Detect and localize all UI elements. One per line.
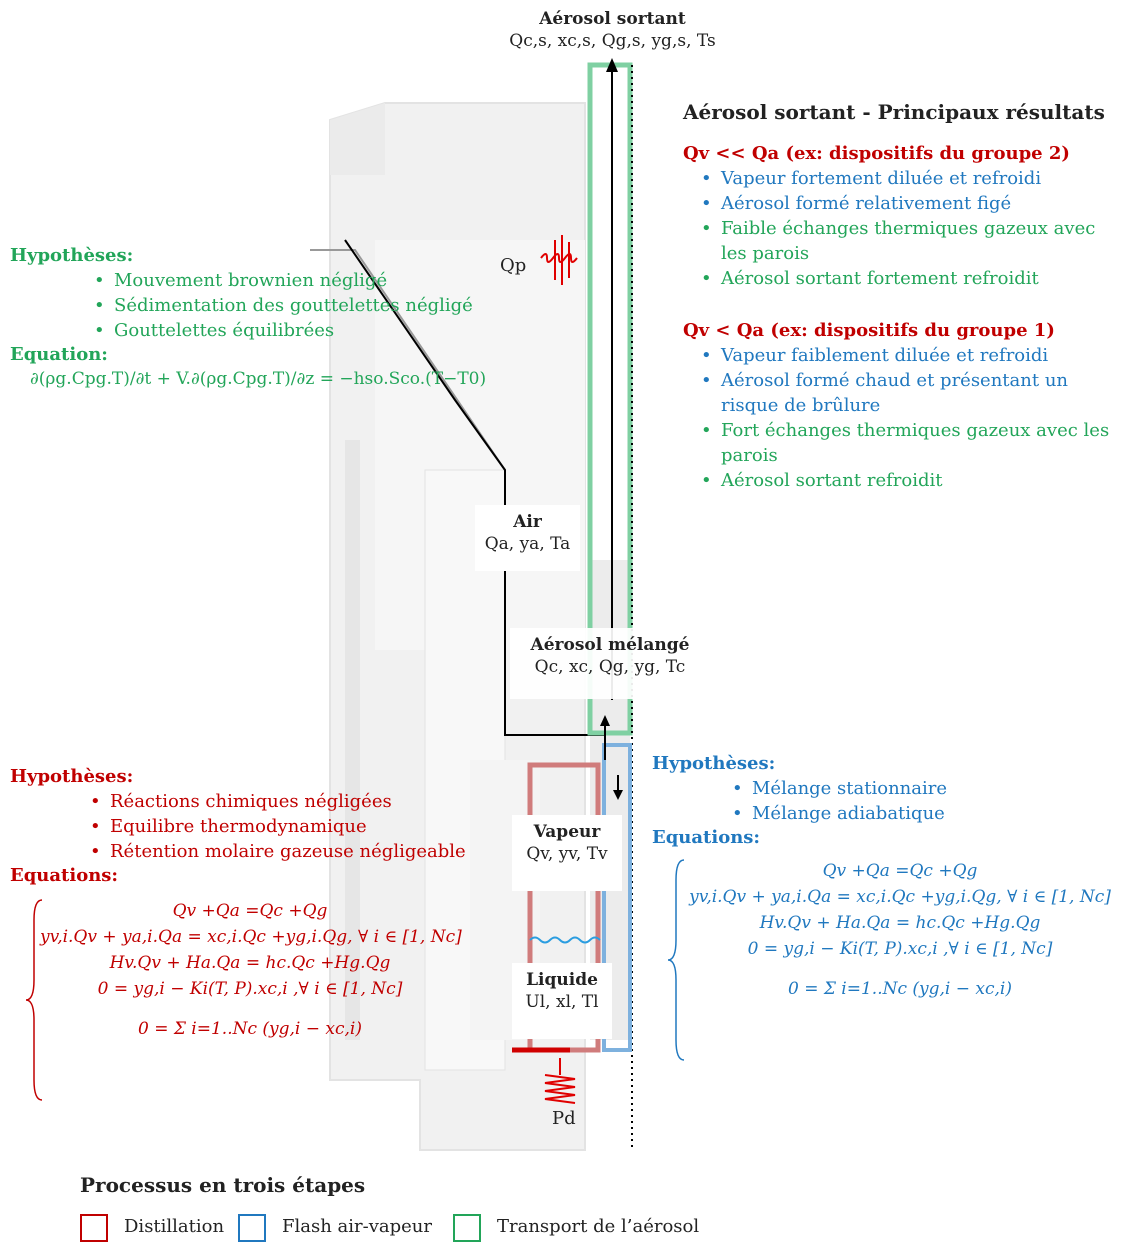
case2-item: Fort échanges thermiques gazeux avec les… xyxy=(695,418,1123,468)
vapor-label: Vapeur Qv, yv, Tv xyxy=(512,815,622,891)
flash-eq: Qv +Qa =Qc +Qg xyxy=(822,861,978,881)
vapor-title: Vapeur xyxy=(533,822,601,842)
air-vars: Qa, ya, Ta xyxy=(484,534,571,554)
flash-eq: Hv.Qv + Ha.Qa = hc.Qc +Hg.Qg xyxy=(759,913,1041,933)
heater-coil xyxy=(544,1074,576,1104)
case1-item: Vapeur fortement diluée et refroidi xyxy=(695,166,1123,191)
mixed-aerosol-label: Aérosol mélangé Qc, xc, Qg, yg, Tc xyxy=(510,628,710,699)
mixed-aerosol-title: Aérosol mélangé xyxy=(530,635,690,655)
liquid-vars: Ul, xl, Tl xyxy=(525,992,599,1012)
legend-label-distillation: Distillation xyxy=(124,1216,225,1237)
results-panel: Aérosol sortant - Principaux résultats Q… xyxy=(683,100,1123,493)
legend-title: Processus en trois étapes xyxy=(80,1173,366,1197)
liquid-label: Liquide Ul, xl, Tl xyxy=(512,963,612,1039)
legend-label-flash: Flash air-vapeur xyxy=(282,1216,432,1237)
mixed-aerosol-vars: Qc, xc, Qg, yg, Tc xyxy=(534,657,686,677)
distillation-eq: 0 = Σ i=1..Nc (yg,i − xc,i) xyxy=(138,1019,362,1039)
flash-box xyxy=(602,743,632,1052)
distillation-hyp-item: Réactions chimiques négligées xyxy=(84,789,510,814)
case1-item: Aérosol sortant fortement refroidit xyxy=(695,266,1123,291)
flash-eq: yv,i.Qv + ya,i.Qa = xc,i.Qc +yg,i.Qg, ∀ … xyxy=(689,887,1111,907)
transport-hyp-item: Sédimentation des gouttelettes négligé xyxy=(88,293,490,318)
liquid-title: Liquide xyxy=(526,970,598,990)
case1-item: Aérosol formé relativement figé xyxy=(695,191,1123,216)
legend-swatch-distillation xyxy=(80,1214,108,1242)
flash-panel: Hypothèses: Mélange stationnaire Mélange… xyxy=(652,752,1122,850)
distillation-equations: Qv +Qa =Qc +Qg yv,i.Qv + ya,i.Qa = xc,i.… xyxy=(40,898,462,1042)
heat-loss-label: Qp xyxy=(500,255,527,276)
transport-equation: ∂(ρg.Cpg.T)/∂t + V.∂(ρg.Cpg.T)/∂z = −hso… xyxy=(30,369,487,389)
case2-heading: Qv < Qa (ex: dispositifs du groupe 1) xyxy=(683,320,1055,341)
case1-item: Faible échanges thermiques gazeux avec l… xyxy=(695,216,1123,266)
flash-hyp-item: Mélange adiabatique xyxy=(726,801,1122,826)
transport-hyp-item: Gouttelettes équilibrées xyxy=(88,318,490,343)
distillation-eq: Qv +Qa =Qc +Qg xyxy=(172,901,328,921)
air-title: Air xyxy=(513,512,542,532)
results-title: Aérosol sortant - Principaux résultats xyxy=(683,100,1105,124)
flash-hyp-item: Mélange stationnaire xyxy=(726,776,1122,801)
distillation-hyp-item: Rétention molaire gazeuse négligeable xyxy=(84,839,510,864)
flash-eq: 0 = yg,i − Ki(T, P).xc,i ,∀ i ∈ [1, Nc] xyxy=(747,939,1053,959)
case2-item: Vapeur faiblement diluée et refroidi xyxy=(695,343,1123,368)
transport-panel: Hypothèses: Mouvement brownien négligé S… xyxy=(10,244,490,389)
distillation-eq: 0 = yg,i − Ki(T, P).xc,i ,∀ i ∈ [1, Nc] xyxy=(97,979,403,999)
outlet-vars: Qc,s, xc,s, Qg,s, yg,s, Ts xyxy=(509,31,716,51)
distillation-panel: Hypothèses: Réactions chimiques négligée… xyxy=(10,765,510,888)
distillation-hyp-item: Equilibre thermodynamique xyxy=(84,814,510,839)
transport-hyp-heading: Hypothèses: xyxy=(10,245,134,266)
transport-eq-heading: Equation: xyxy=(10,344,108,365)
vapor-vars: Qv, yv, Tv xyxy=(526,844,608,864)
outlet-title: Aérosol sortant xyxy=(539,9,686,29)
heat-loss-wave xyxy=(540,253,578,263)
heater-power-label: Pd xyxy=(552,1108,576,1129)
legend-swatch-flash xyxy=(238,1214,266,1242)
flash-equations: Qv +Qa =Qc +Qg yv,i.Qv + ya,i.Qa = xc,i.… xyxy=(680,858,1120,1002)
liquid-surface xyxy=(529,936,601,944)
air-label: Air Qa, ya, Ta xyxy=(475,505,580,571)
case2-item: Aérosol sortant refroidit xyxy=(695,468,1123,493)
case2-item: Aérosol formé chaud et présentant un ris… xyxy=(695,368,1123,418)
flash-hyp-heading: Hypothèses: xyxy=(652,753,776,774)
distillation-hyp-heading: Hypothèses: xyxy=(10,766,134,787)
red-brace xyxy=(25,899,43,1101)
transport-hyp-item: Mouvement brownien négligé xyxy=(88,268,490,293)
distillation-eq-heading: Equations: xyxy=(10,865,119,886)
legend-label-transport: Transport de l’aérosol xyxy=(497,1216,700,1237)
distillation-eq: Hv.Qv + Ha.Qa = hc.Qc +Hg.Qg xyxy=(109,953,391,973)
case1-heading: Qv << Qa (ex: dispositifs du groupe 2) xyxy=(683,143,1070,164)
distillation-eq: yv,i.Qv + ya,i.Qa = xc,i.Qc +yg,i.Qg, ∀ … xyxy=(40,927,462,947)
blue-brace xyxy=(667,859,685,1061)
outlet-label: Aérosol sortant Qc,s, xc,s, Qg,s, yg,s, … xyxy=(495,8,730,52)
legend-swatch-transport xyxy=(453,1214,481,1242)
flash-eq: 0 = Σ i=1..Nc (yg,i − xc,i) xyxy=(788,979,1012,999)
flash-eq-heading: Equations: xyxy=(652,827,761,848)
